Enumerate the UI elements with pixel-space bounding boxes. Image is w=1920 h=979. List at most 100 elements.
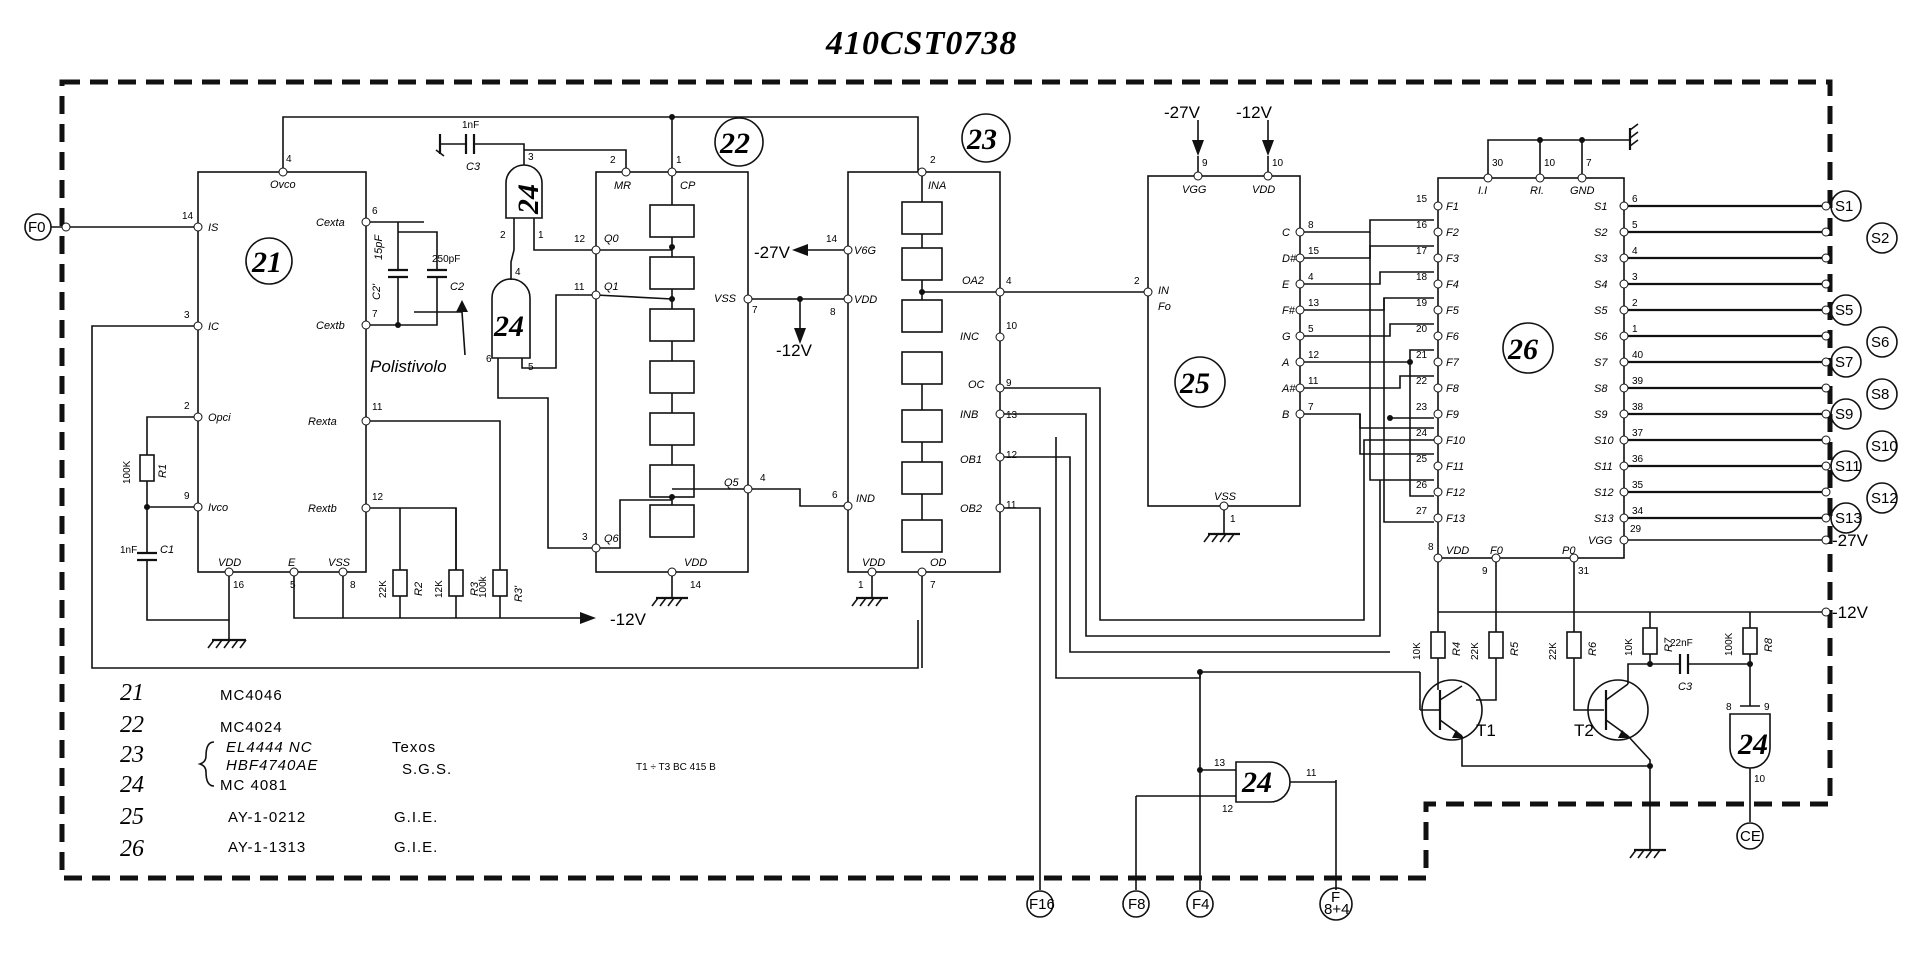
svg-text:Q1: Q1 <box>604 281 619 293</box>
svg-text:OC: OC <box>968 379 985 391</box>
ic26-right-pin-number: 35 <box>1632 480 1644 491</box>
connector-s2 <box>1866 222 1898 254</box>
svg-text:VSS: VSS <box>714 293 737 305</box>
ic26-right-pin-number: 39 <box>1632 376 1644 387</box>
svg-text:13: 13 <box>1214 758 1226 769</box>
svg-text:-12V: -12V <box>610 610 647 629</box>
ic26-right-pin-number: 36 <box>1632 454 1644 465</box>
svg-text:F16: F16 <box>1029 896 1055 913</box>
diagram-title: 410CST0738 <box>825 25 1017 62</box>
connector-s8 <box>1866 378 1898 410</box>
svg-text:25: 25 <box>120 804 144 830</box>
connector-s11 <box>1830 450 1862 482</box>
svg-text:24: 24 <box>493 310 524 343</box>
svg-text:Fo: Fo <box>1158 301 1171 313</box>
svg-text:MC4024: MC4024 <box>220 719 283 736</box>
ic26-left-pin-number: 15 <box>1416 194 1428 205</box>
ic26-left-pin-label: F2 <box>1446 227 1459 239</box>
ic26-right-pin-number: 3 <box>1632 272 1638 283</box>
ic26-left-pin-number: 25 <box>1416 454 1428 465</box>
svg-text:VDD: VDD <box>862 557 885 569</box>
svg-text:E: E <box>288 557 296 569</box>
svg-text:11: 11 <box>1306 768 1317 779</box>
ic25-pin-label: B <box>1282 409 1289 421</box>
svg-text:R4: R4 <box>1451 642 1463 656</box>
svg-text:7: 7 <box>752 305 758 316</box>
svg-text:C1: C1 <box>160 544 174 556</box>
gate-24-lower: 24 4 6 5 <box>486 249 596 549</box>
svg-text:12: 12 <box>372 492 384 503</box>
ic25-pin-number: 12 <box>1308 350 1320 361</box>
ic26-left-pin-number: 24 <box>1416 428 1428 439</box>
transistor-section: -12V 10K R4 22K R5 T1 22K R6 <box>1412 562 1869 859</box>
svg-text:9: 9 <box>1764 702 1770 713</box>
connector-s13 <box>1830 502 1862 534</box>
svg-text:Polistivolo: Polistivolo <box>370 357 447 376</box>
connector-s6 <box>1866 326 1898 358</box>
svg-text:3: 3 <box>528 152 534 163</box>
ic26-right-pin-label: S12 <box>1594 487 1614 499</box>
svg-text:OA2: OA2 <box>962 275 984 287</box>
ic-22: 22 2 MR 1 CP 12 Q0 11 <box>524 114 766 607</box>
svg-text:AY-1-1313: AY-1-1313 <box>228 839 306 856</box>
svg-text:VGG: VGG <box>1182 184 1207 196</box>
gate-24-bottom: 24 13 12 11 <box>1214 758 1336 815</box>
ic26-right-pin-label: S5 <box>1594 305 1608 317</box>
ic25-pin-number: 7 <box>1308 402 1314 413</box>
ic26-left-pin-label: F4 <box>1446 279 1459 291</box>
ic26-right-pin-number: 4 <box>1632 246 1638 257</box>
svg-text:F0: F0 <box>28 219 46 236</box>
svg-text:R3: R3 <box>469 581 481 596</box>
svg-text:14: 14 <box>182 211 194 222</box>
ic26-left-pin-label: F12 <box>1446 487 1465 499</box>
svg-text:RI.: RI. <box>1530 185 1544 197</box>
svg-text:IS: IS <box>208 222 219 234</box>
svg-text:2: 2 <box>930 155 936 166</box>
connector-label: S6 <box>1871 334 1889 351</box>
svg-text:4: 4 <box>515 267 521 278</box>
c3-capacitor: 1nF C3 <box>435 120 525 173</box>
ic26-left-pin-number: 26 <box>1416 480 1428 491</box>
svg-text:1nF: 1nF <box>120 545 137 556</box>
svg-text:GND: GND <box>1570 185 1595 197</box>
svg-text:26: 26 <box>120 836 144 862</box>
svg-text:8: 8 <box>1428 542 1434 553</box>
connector-label: S9 <box>1835 406 1853 423</box>
ic25-pin-label: C <box>1282 227 1290 239</box>
svg-text:Q0: Q0 <box>604 233 620 245</box>
svg-text:V6G: V6G <box>854 245 876 257</box>
connector-label: S1 <box>1835 198 1853 215</box>
svg-text:22nF: 22nF <box>1670 638 1693 649</box>
connector-s12 <box>1866 482 1898 514</box>
svg-text:VDD: VDD <box>854 294 877 306</box>
ic21-periphery: F0 100K R1 1nF C1 -12V <box>24 116 919 669</box>
svg-text:22K: 22K <box>378 580 389 598</box>
svg-text:-12V: -12V <box>1832 603 1869 622</box>
ic26-right-pin-number: 1 <box>1632 324 1638 335</box>
ic25-pin-label: E <box>1282 279 1290 291</box>
svg-text:CE: CE <box>1740 828 1761 845</box>
svg-text:Ovco: Ovco <box>270 179 296 191</box>
svg-text:12: 12 <box>1006 450 1018 461</box>
ic25-pin-number: 11 <box>1308 376 1319 387</box>
ic26-left-pin-label: F3 <box>1446 253 1460 265</box>
ic25-pin-number: 5 <box>1308 324 1314 335</box>
svg-text:14: 14 <box>826 234 838 245</box>
ic-23-number: 23 <box>966 123 997 156</box>
svg-text:MC 4081: MC 4081 <box>220 777 288 794</box>
svg-text:T1 ÷ T3 BC 415 B: T1 ÷ T3 BC 415 B <box>636 762 716 773</box>
svg-text:-12V: -12V <box>776 341 813 360</box>
svg-text:CP: CP <box>680 180 696 192</box>
ic26-right-pin-label: S7 <box>1594 357 1608 369</box>
connector-s5 <box>1830 294 1862 326</box>
svg-text:6: 6 <box>372 206 378 217</box>
ic-22-number: 22 <box>719 127 750 160</box>
svg-text:R7: R7 <box>1663 637 1675 652</box>
svg-text:1nF: 1nF <box>462 120 479 131</box>
svg-text:Rexta: Rexta <box>308 416 337 428</box>
svg-text:R8: R8 <box>1763 637 1775 652</box>
svg-text:21: 21 <box>120 680 144 706</box>
bottom-connectors: F16 F8 F4 F 8+4 CE <box>1026 822 1764 921</box>
ic25-pin-label: A <box>1281 357 1289 369</box>
ic26-right-pin-label: S2 <box>1594 227 1607 239</box>
